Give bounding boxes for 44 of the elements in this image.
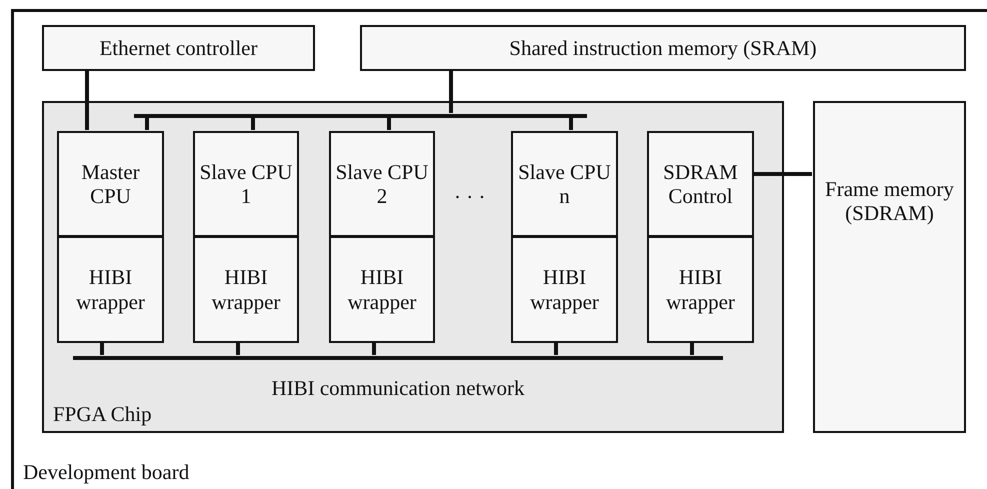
block-label: Shared instruction memory (SRAM) [508,36,818,60]
processor-box [193,131,299,237]
connector-line [753,172,812,176]
connector-line [100,342,104,355]
block-label: Ethernet controller [98,36,258,60]
block-label: HIBI wrapper [346,265,418,314]
connector-line [569,117,573,130]
block-label: Frame memory (SDRAM) [824,177,955,226]
block-label: HIBI wrapper [665,265,736,314]
connector-line [387,117,391,130]
memory-box [360,25,966,71]
processor-box [57,131,164,237]
wrapper-box [511,236,618,343]
block-label: HIBI wrapper [210,265,282,314]
wrapper-box [647,236,754,343]
block-label: Slave CPU 2 [334,160,430,208]
connector-line [145,117,149,130]
connector-line [554,342,558,355]
connector-line [251,117,255,130]
connector-line [236,342,240,355]
memory-box [813,101,966,433]
controller-box [647,131,754,237]
processor-box [329,131,435,237]
connector-line [690,342,694,355]
ellipsis-mark: · · · [454,185,486,210]
board-outline [11,9,987,489]
wrapper-box [193,236,299,343]
block-label: HIBI wrapper [75,265,146,314]
bus-label: HIBI communication network [271,376,525,401]
block-label: Slave CPU 1 [198,160,294,208]
board-label: Development board [23,460,190,485]
wrapper-box [329,236,435,343]
block-label: HIBI wrapper [529,265,600,314]
block-label: Slave CPU n [517,160,612,208]
connector-line [85,70,89,130]
connector-line [372,342,376,355]
chip-label: FPGA Chip [53,402,152,427]
connector-line [449,70,453,113]
block-label: SDRAM Control [662,160,739,208]
wrapper-box [57,236,164,343]
component-box [42,25,315,71]
processor-box [511,131,618,237]
chip-box [42,101,784,433]
block-label: Master CPU [80,160,141,208]
